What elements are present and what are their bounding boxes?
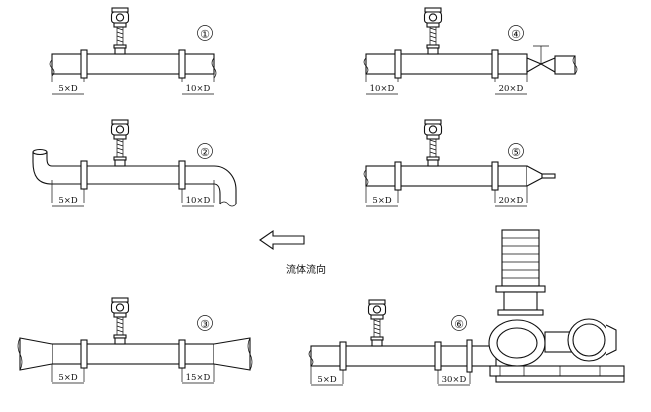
installation-number: ⑥ xyxy=(454,318,464,331)
upstream-length-label: 5×D xyxy=(58,196,78,206)
installation-number: ④ xyxy=(511,28,521,41)
installation-6: 5×D 30×D ⑥ xyxy=(308,229,625,386)
installation-1: 5×D 10×D ① xyxy=(49,7,217,95)
upstream-length-label: 5×D xyxy=(58,84,78,94)
downstream-length-label: 10×D xyxy=(186,84,211,94)
pump-unit-icon xyxy=(488,229,625,383)
installation-number: ③ xyxy=(200,318,210,331)
downstream-length-label: 20×D xyxy=(499,196,524,206)
installation-4: 10×D 20×D ④ xyxy=(363,7,578,95)
installation-number: ⑤ xyxy=(511,146,521,159)
upstream-length-label: 10×D xyxy=(370,84,395,94)
flow-direction: 流体流向 xyxy=(259,229,326,276)
installation-5: 5×D 20×D ⑤ xyxy=(363,119,556,207)
upstream-length-label: 5×D xyxy=(58,373,78,383)
upstream-length-label: 5×D xyxy=(372,196,392,206)
downstream-length-label: 20×D xyxy=(499,84,524,94)
installation-number: ② xyxy=(200,146,210,159)
installation-2: 5×D 10×D ② xyxy=(32,119,237,207)
flow-arrow-icon xyxy=(259,229,305,251)
downstream-length-label: 10×D xyxy=(186,196,211,206)
upstream-length-label: 5×D xyxy=(317,375,337,385)
downstream-length-label: 15×D xyxy=(186,373,211,383)
installation-number: ① xyxy=(200,28,210,41)
installation-3: 5×D 15×D ③ xyxy=(17,297,253,384)
flow-direction-label: 流体流向 xyxy=(286,263,326,276)
downstream-length-label: 30×D xyxy=(442,375,467,385)
